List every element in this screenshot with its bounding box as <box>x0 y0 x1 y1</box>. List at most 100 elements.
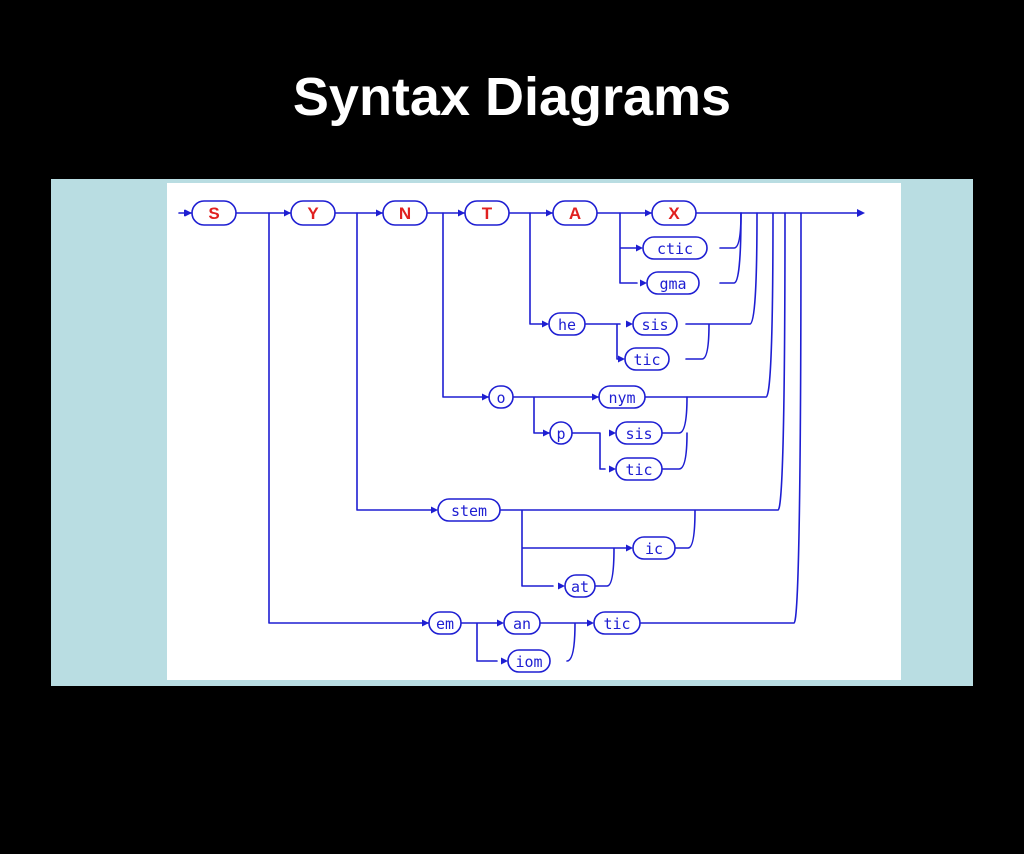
token-letter-x: X <box>651 200 697 226</box>
token-sis2-oval <box>615 421 663 445</box>
token-ic-oval <box>632 536 676 560</box>
right-return-rail <box>660 396 688 470</box>
token-an: an <box>503 611 541 635</box>
token-tic2-label: tic <box>625 461 652 479</box>
token-ctic-label: ctic <box>657 240 693 258</box>
token-stem: stem <box>437 498 501 522</box>
token-at: at <box>564 574 596 598</box>
token-letter-y: Y <box>290 200 336 226</box>
exit-arrow <box>857 209 865 217</box>
credit-right: estier@cui.unige.ch <box>699 835 871 853</box>
token-gma: gma <box>646 271 700 295</box>
token-letter-a-oval <box>552 200 598 226</box>
token-sis1-entry-arrow <box>626 320 633 328</box>
token-letter-n-label: N <box>399 204 411 223</box>
token-o-entry-arrow <box>482 393 489 401</box>
token-sis1-oval <box>632 312 678 336</box>
token-sis2-entry-arrow <box>609 429 616 437</box>
token-em: em <box>428 611 462 635</box>
token-nym: nym <box>598 385 646 409</box>
token-o-oval <box>488 385 514 409</box>
token-sis1: sis <box>632 312 678 336</box>
token-tic3-label: tic <box>603 615 630 633</box>
token-letter-t-entry-arrow <box>458 209 465 217</box>
token-sis2-label: sis <box>625 425 652 443</box>
token-letter-a: A <box>552 200 598 226</box>
token-ic: ic <box>632 536 676 560</box>
token-nym-entry-arrow <box>592 393 599 401</box>
token-tic1-oval <box>624 347 670 371</box>
token-letter-n-oval <box>382 200 428 226</box>
token-stem-label: stem <box>451 502 487 520</box>
token-tic3-oval <box>593 611 641 635</box>
token-em-label: em <box>436 615 454 633</box>
token-letter-s: S <box>191 200 237 226</box>
entry-arrow <box>184 209 191 217</box>
token-stem-entry-arrow <box>431 506 438 514</box>
token-p-label: p <box>556 425 565 443</box>
token-tic2-oval <box>615 457 663 481</box>
token-iom: iom <box>507 649 551 673</box>
token-ctic: ctic <box>642 236 708 260</box>
token-tic3: tic <box>593 611 641 635</box>
right-return-rail <box>268 212 802 662</box>
token-he-oval <box>548 312 586 336</box>
credit-left: guyot@cui.unige.ch <box>175 835 338 853</box>
token-tic1: tic <box>624 347 670 371</box>
slide-title: Syntax Diagrams <box>292 67 732 127</box>
right-return-rail <box>356 212 786 587</box>
token-he: he <box>548 312 586 336</box>
token-tic1-entry-arrow <box>618 355 625 363</box>
token-he-entry-arrow <box>542 320 549 328</box>
token-tic3-entry-arrow <box>587 619 594 627</box>
token-ic-label: ic <box>645 540 663 558</box>
token-ctic-oval <box>642 236 708 260</box>
token-ctic-entry-arrow <box>636 244 643 252</box>
token-tic2: tic <box>615 457 663 481</box>
token-nym-label: nym <box>608 389 635 407</box>
token-letter-t-oval <box>464 200 510 226</box>
token-letter-n: N <box>382 200 428 226</box>
token-at-label: at <box>571 578 589 596</box>
token-sis2: sis <box>615 421 663 445</box>
token-p: p <box>549 421 573 445</box>
right-return-rail <box>442 212 774 470</box>
token-iom-label: iom <box>515 653 542 671</box>
token-letter-y-entry-arrow <box>284 209 291 217</box>
token-letter-y-label: Y <box>307 204 319 223</box>
token-letter-s-label: S <box>208 204 219 223</box>
token-nym-oval <box>598 385 646 409</box>
token-gma-oval <box>646 271 700 295</box>
token-gma-label: gma <box>659 275 686 293</box>
token-sis1-label: sis <box>641 316 668 334</box>
token-iom-oval <box>507 649 551 673</box>
token-letter-t: T <box>464 200 510 226</box>
token-letter-y-oval <box>290 200 336 226</box>
token-an-oval <box>503 611 541 635</box>
right-return-rail <box>685 212 758 360</box>
token-letter-x-oval <box>651 200 697 226</box>
token-an-entry-arrow <box>497 619 504 627</box>
token-stem-oval <box>437 498 501 522</box>
token-letter-n-entry-arrow <box>376 209 383 217</box>
token-em-oval <box>428 611 462 635</box>
token-tic2-entry-arrow <box>609 465 616 473</box>
token-letter-a-label: A <box>569 204 581 223</box>
token-he-label: he <box>558 316 576 334</box>
right-return-rail <box>529 212 621 360</box>
token-p-entry-arrow <box>543 429 550 437</box>
token-at-entry-arrow <box>558 582 565 590</box>
token-iom-entry-arrow <box>501 657 508 665</box>
token-letter-t-label: T <box>482 204 493 223</box>
token-o: o <box>488 385 514 409</box>
token-letter-s-oval <box>191 200 237 226</box>
token-letter-x-label: X <box>668 204 680 223</box>
token-an-label: an <box>513 615 531 633</box>
token-o-label: o <box>496 389 505 407</box>
token-at-oval <box>564 574 596 598</box>
token-letter-x-entry-arrow <box>645 209 652 217</box>
token-p-oval <box>549 421 573 445</box>
token-ic-entry-arrow <box>626 544 633 552</box>
